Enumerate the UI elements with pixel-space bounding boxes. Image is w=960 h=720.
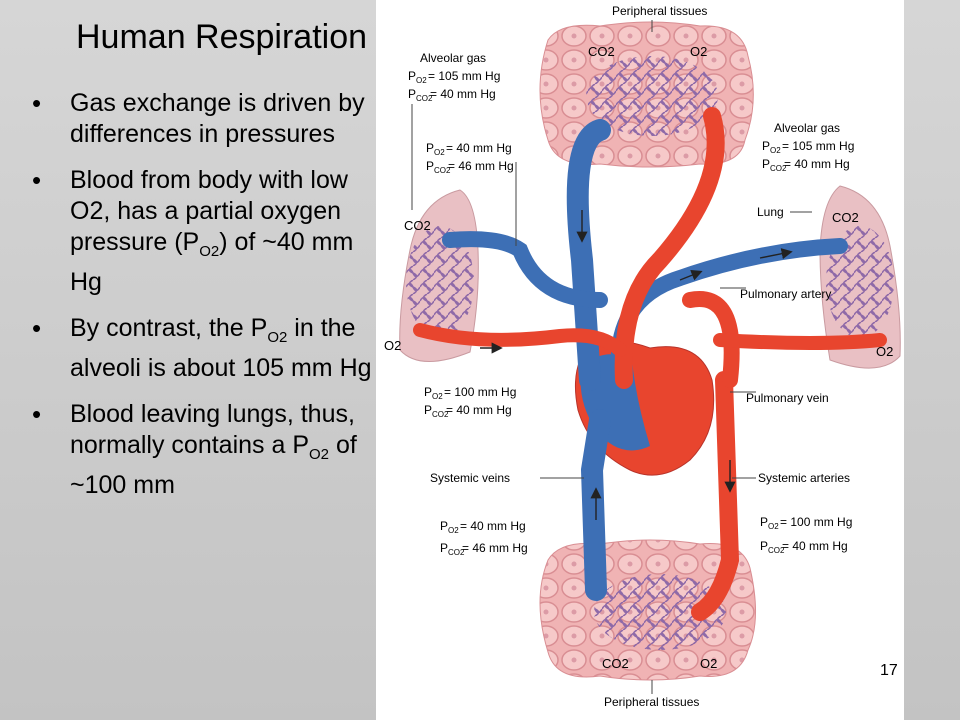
bullet-item: Blood from body with low O2, has a parti… [26, 165, 378, 298]
svg-text:= 40 mm Hg: = 40 mm Hg [782, 539, 848, 553]
svg-text:= 40 mm Hg: = 40 mm Hg [784, 157, 850, 171]
oxygenated-vessels [413, 107, 887, 621]
reading-arterial-lower: PO2 = 100 mm Hg PCO2 = 40 mm Hg [760, 515, 852, 555]
label-pulmonary-artery: Pulmonary artery [740, 287, 831, 301]
page-number: 17 [880, 662, 898, 679]
label-peripheral-bottom: Peripheral tissues [604, 695, 699, 709]
label-pulmonary-vein: Pulmonary vein [746, 391, 829, 405]
capillary-bed-bottom [594, 574, 726, 650]
svg-text:= 40 mm Hg: = 40 mm Hg [460, 519, 526, 533]
capillary-bed-left-lung [406, 226, 474, 338]
bullet-item: By contrast, the PO2 in the alveoli is a… [26, 313, 378, 384]
svg-text:= 40 mm Hg: = 40 mm Hg [446, 403, 512, 417]
slide-title: Human Respiration [76, 18, 368, 56]
diagram-labels: Peripheral tissues Alveolar gas Alveolar… [384, 4, 893, 709]
capillary-bed-right-lung [826, 226, 894, 338]
bullet-item: Gas exchange is driven by differences in… [26, 88, 378, 150]
co2-label: CO2 [832, 210, 859, 225]
reading-venous-lower: PO2 = 40 mm Hg PCO2 = 46 mm Hg [440, 519, 528, 557]
capillary-bed-top [586, 56, 718, 136]
circulation-diagram: Peripheral tissues Alveolar gas Alveolar… [376, 0, 904, 720]
o2-label: O2 [876, 344, 893, 359]
co2-label: CO2 [602, 656, 629, 671]
svg-text:= 100 mm Hg: = 100 mm Hg [780, 515, 852, 529]
svg-text:= 46 mm Hg: = 46 mm Hg [462, 541, 528, 555]
bullet-list: Gas exchange is driven by differences in… [26, 88, 378, 516]
svg-text:= 40 mm Hg: = 40 mm Hg [430, 87, 496, 101]
svg-text:= 40 mm Hg: = 40 mm Hg [446, 141, 512, 155]
gas-labels: CO2 O2 CO2 O2 CO2 O2 CO2 O2 [384, 44, 893, 671]
flow-arrows [480, 210, 793, 520]
svg-text:= 105 mm Hg: = 105 mm Hg [428, 69, 500, 83]
subscript: O2 [309, 446, 330, 463]
o2-label: O2 [384, 338, 401, 353]
svg-text:= 100 mm Hg: = 100 mm Hg [444, 385, 516, 399]
leader-lines [411, 20, 812, 694]
svg-text:= 46 mm Hg: = 46 mm Hg [448, 159, 514, 173]
subscript: O2 [267, 329, 288, 346]
co2-label: CO2 [588, 44, 615, 59]
label-systemic-veins: Systemic veins [430, 471, 510, 485]
label-alveolar-gas-right: Alveolar gas [774, 121, 840, 135]
svg-text:= 105 mm Hg: = 105 mm Hg [782, 139, 854, 153]
o2-label: O2 [700, 656, 717, 671]
subscript: O2 [199, 243, 220, 260]
reading-alveolar-left: PO2 = 105 mm Hg PCO2 = 40 mm Hg [408, 69, 500, 103]
co2-label: CO2 [404, 218, 431, 233]
reading-venous-upper: PO2 = 40 mm Hg PCO2 = 46 mm Hg [426, 141, 514, 175]
label-lung: Lung [757, 205, 784, 219]
label-peripheral-top: Peripheral tissues [612, 4, 707, 18]
bullet-item: Blood leaving lungs, thus, normally cont… [26, 399, 378, 501]
o2-label: O2 [690, 44, 707, 59]
label-systemic-arteries: Systemic arteries [758, 471, 850, 485]
label-alveolar-gas-left: Alveolar gas [420, 51, 486, 65]
